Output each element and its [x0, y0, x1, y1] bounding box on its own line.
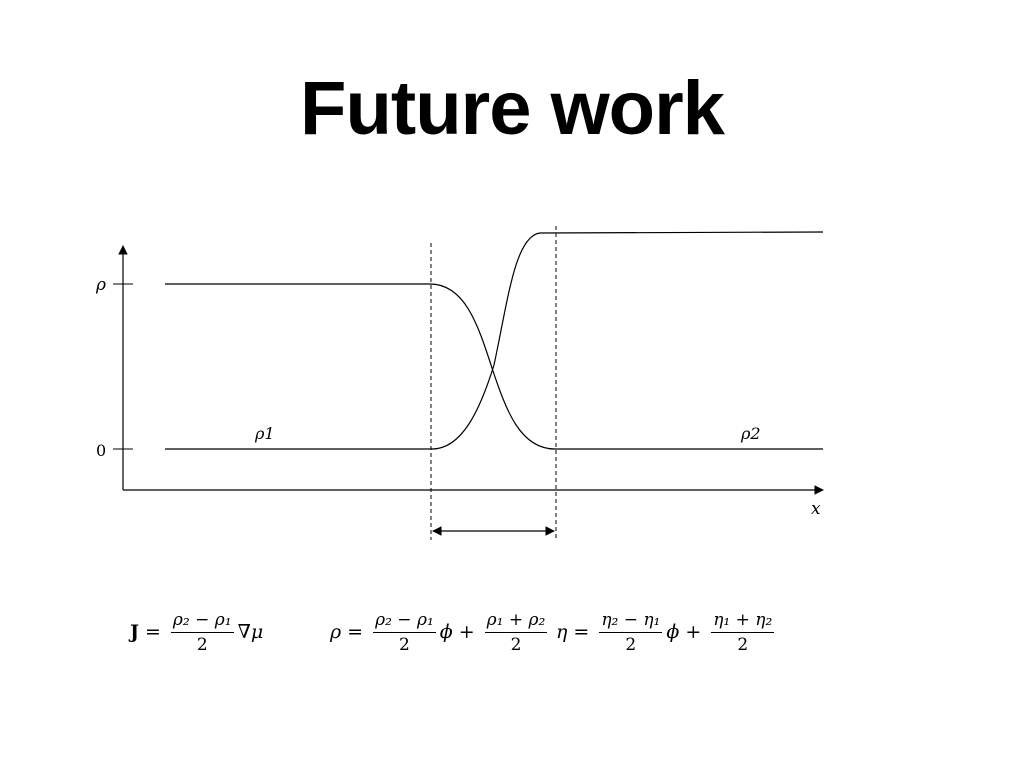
- equals-sign: =: [347, 621, 364, 643]
- equation-viscosity: η = η₂ − η₁ 2 ϕ + η₁ + η₂ 2: [556, 604, 778, 660]
- fraction: η₂ − η₁ 2: [599, 610, 663, 655]
- profile-curve-rho2: [165, 231, 824, 450]
- slide-title: Future work: [300, 66, 725, 151]
- fraction: ρ₂ − ρ₁ 2: [373, 610, 436, 655]
- equation-density: ρ = ρ₂ − ρ₁ 2 ϕ + ρ₁ + ρ₂ 2: [330, 604, 551, 660]
- fraction: ρ₂ − ρ₁ 2: [170, 610, 234, 655]
- fraction-denominator: 2: [399, 634, 410, 655]
- density-symbol: ρ: [330, 621, 342, 643]
- viscosity-symbol: η: [556, 621, 568, 643]
- fraction-denominator: 2: [625, 634, 637, 655]
- x-axis-label: x: [811, 499, 821, 519]
- y-tick-label-rho: ρ: [95, 275, 106, 295]
- fraction-numerator: η₂ − η₁: [599, 610, 663, 633]
- plus-sign: +: [458, 621, 475, 643]
- equals-sign: =: [145, 621, 161, 643]
- phase-field-symbol: ϕ: [439, 621, 453, 643]
- equals-sign: =: [573, 621, 590, 643]
- fraction-numerator: ρ₂ − ρ₁: [170, 610, 234, 633]
- fraction: η₁ + η₂ 2: [711, 610, 775, 655]
- plus-sign: +: [685, 621, 702, 643]
- region-right-label: ρ2: [740, 424, 761, 443]
- fraction-numerator: η₁ + η₂: [711, 610, 775, 633]
- y-tick-label-zero: 0: [96, 441, 106, 460]
- fraction-denominator: 2: [196, 634, 208, 655]
- region-left-label: ρ1: [254, 424, 275, 443]
- fraction-numerator: ρ₁ + ρ₂: [484, 610, 548, 633]
- fraction-denominator: 2: [737, 634, 749, 655]
- equation-flux: J = ρ₂ − ρ₁ 2 ∇μ: [130, 604, 263, 660]
- fraction: ρ₁ + ρ₂ 2: [484, 610, 548, 655]
- phase-field-symbol: ϕ: [666, 621, 680, 643]
- fraction-denominator: 2: [510, 634, 522, 655]
- fraction-numerator: ρ₂ − ρ₁: [373, 610, 436, 633]
- profile-curve-rho1: [165, 283, 823, 450]
- flux-symbol: J: [130, 621, 139, 643]
- gradient-term: ∇μ: [237, 621, 264, 643]
